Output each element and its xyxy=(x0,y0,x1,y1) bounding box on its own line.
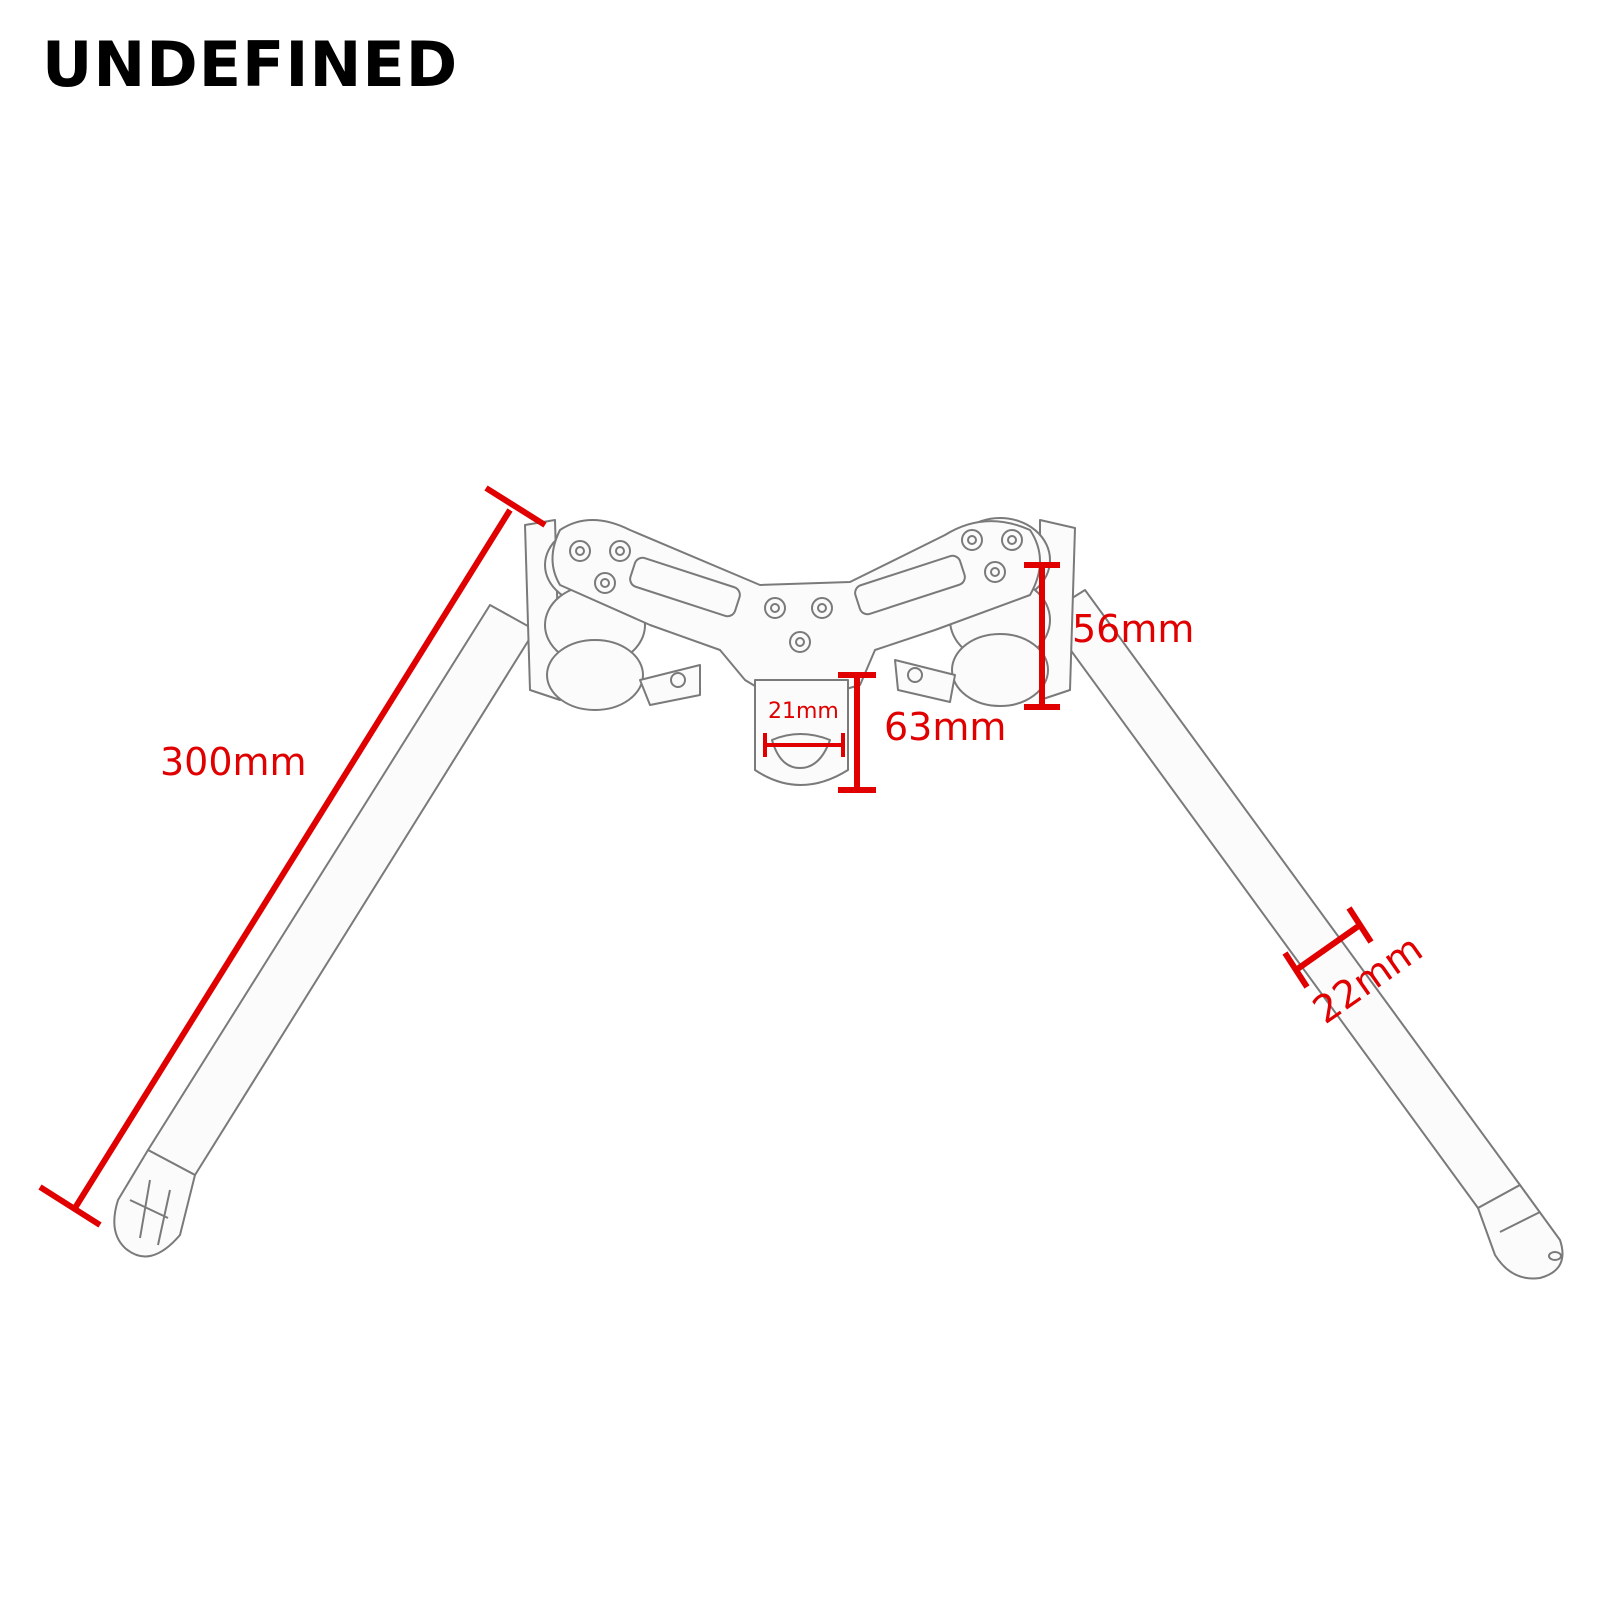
riser-height-label: 56mm xyxy=(1072,607,1194,651)
left-bar-cap xyxy=(113,1149,196,1258)
top-clamp-plate xyxy=(551,519,1041,696)
right-bar-tube xyxy=(1044,589,1521,1209)
tube-diameter-dimension xyxy=(1282,906,1374,989)
clamp-height-dimension xyxy=(838,672,876,793)
handlebar-drawing xyxy=(113,517,1564,1280)
center-hole-label: 21mm xyxy=(768,699,839,724)
brand-title: UNDEFINED xyxy=(42,28,459,101)
bolts xyxy=(569,529,1023,653)
right-bar-cap xyxy=(1477,1184,1564,1280)
left-bar-tube xyxy=(147,604,536,1176)
center-clamp xyxy=(754,679,849,786)
center-hole-dimension xyxy=(763,733,845,757)
center-hole xyxy=(771,733,831,769)
clamp-height-label: 63mm xyxy=(884,705,1006,749)
bar-length-label: 300mm xyxy=(160,740,307,784)
dimension-lines xyxy=(38,485,1374,1228)
bar-length-dimension xyxy=(38,485,547,1228)
riser-height-dimension xyxy=(1024,562,1060,710)
